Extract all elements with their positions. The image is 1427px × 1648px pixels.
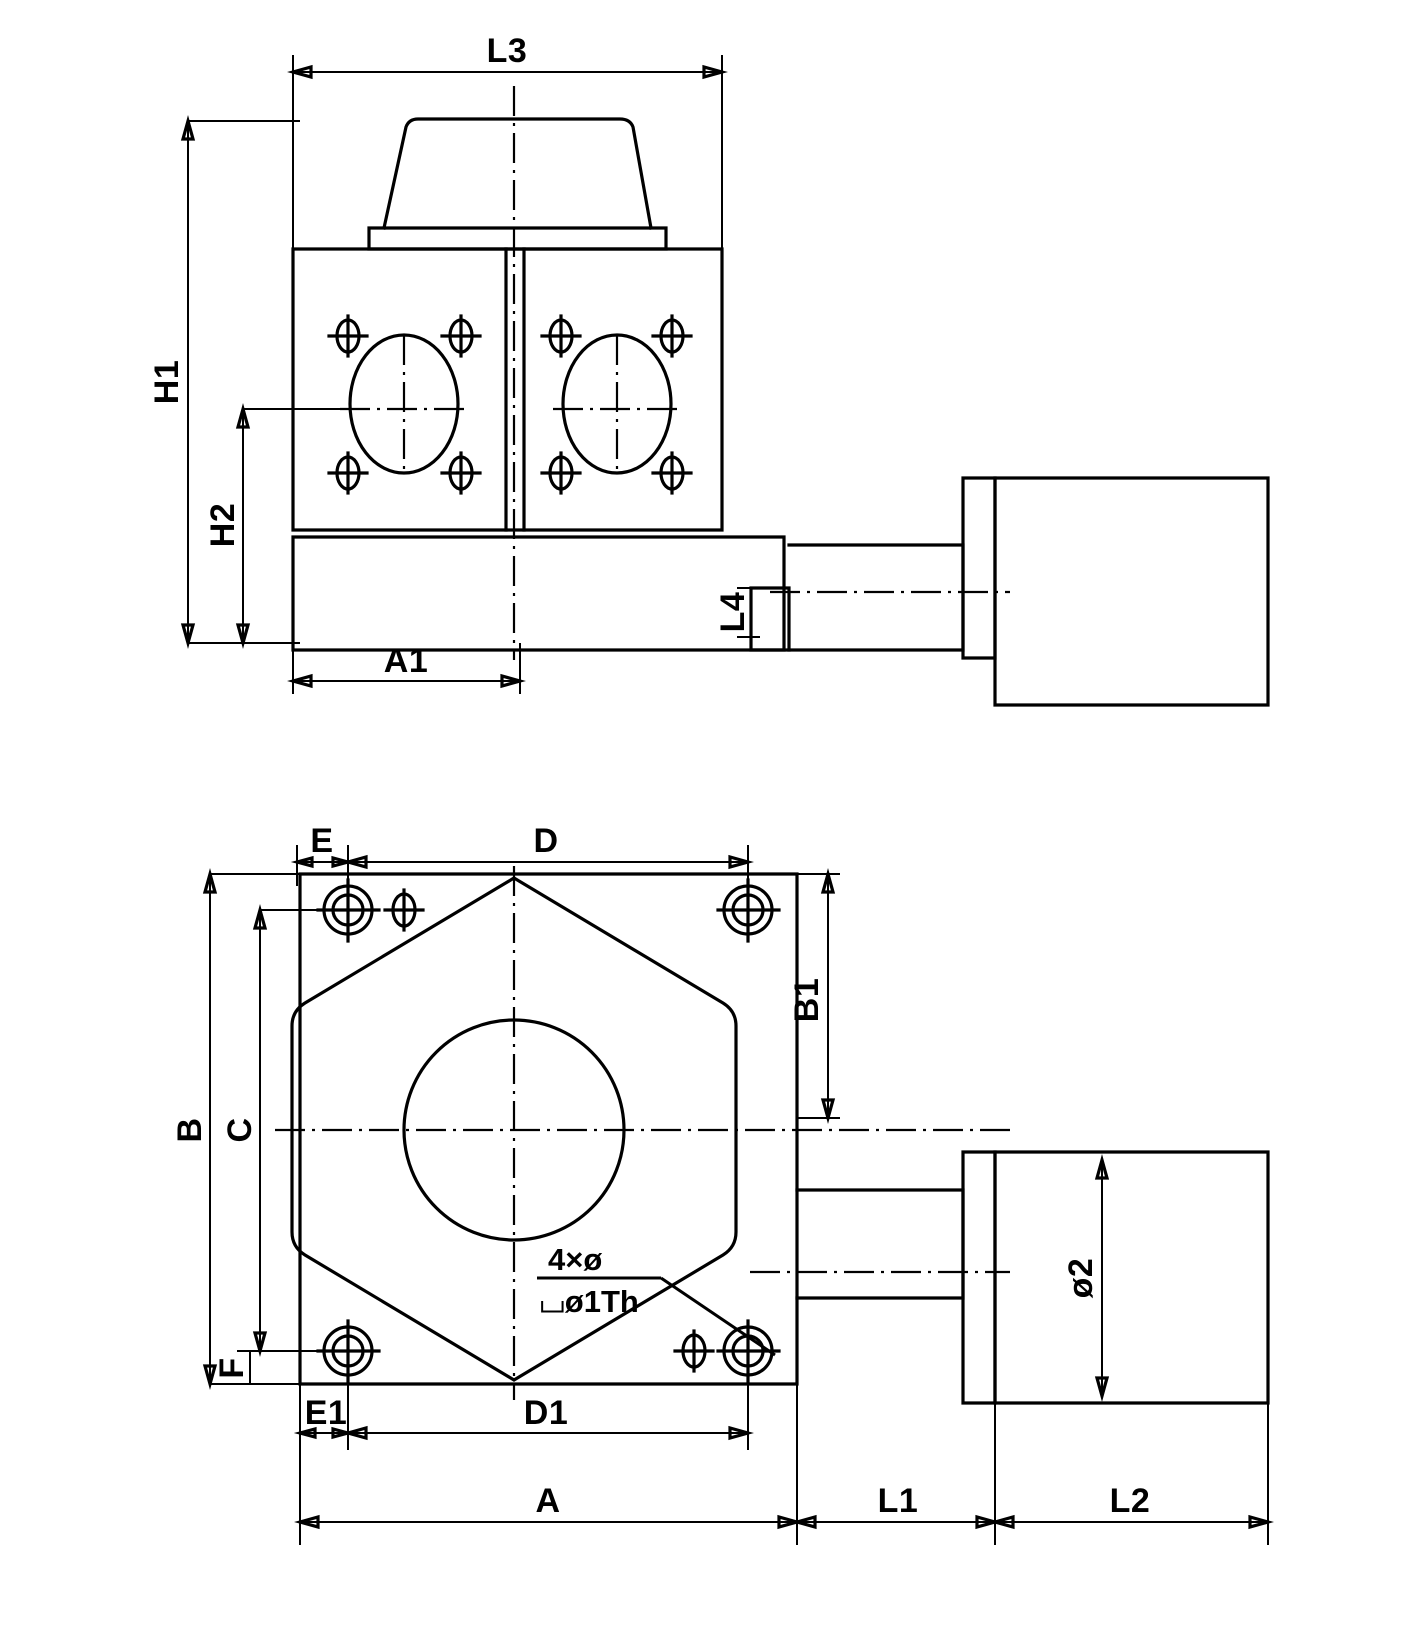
front-elevation-view: L3 H1 H2 <box>148 32 1270 707</box>
dim-L4: L4 <box>714 586 791 652</box>
dim-label-E: E <box>310 822 333 860</box>
dim-D: D <box>342 822 754 900</box>
bolt-hole-symbol <box>440 314 482 358</box>
dim-L2: L2 <box>989 1403 1274 1545</box>
tapped-hole-bottom-right <box>673 1329 715 1373</box>
bolt-hole-symbol <box>651 314 693 358</box>
dim-label-L3: L3 <box>487 32 528 70</box>
callout-label-4xphi: 4×ø <box>548 1242 602 1277</box>
dim-label-F: F <box>213 1357 251 1378</box>
dim-label-D1: D1 <box>524 1394 568 1432</box>
shaft-barrel-elevation <box>787 543 965 652</box>
top-cover-trapezoid <box>382 117 653 230</box>
callout-label-counterbore: ⌴ø1Th <box>540 1284 639 1319</box>
dim-label-B1: B1 <box>788 978 826 1022</box>
dim-D1: D1 <box>342 1384 754 1450</box>
bolt-hole-symbol <box>651 451 693 495</box>
dim-label-H1: H1 <box>148 360 186 404</box>
right-flange-face <box>540 314 693 495</box>
mounting-hole-bottom-left <box>316 1319 381 1384</box>
mounting-hole-top-left <box>316 878 381 943</box>
left-flange-face <box>327 314 482 495</box>
bolt-hole-symbol <box>327 451 369 495</box>
motor-body-plan <box>993 1150 1270 1405</box>
bolt-hole-symbol <box>540 314 582 358</box>
dim-label-B: B <box>171 1117 209 1142</box>
bolt-hole-symbol <box>440 451 482 495</box>
hole-callout-note: 4×ø ⌴ø1Th <box>537 1242 776 1357</box>
dim-phi2: ø2 <box>1062 1154 1110 1402</box>
plan-view: E D B <box>171 822 1274 1545</box>
dim-F: F <box>213 1350 300 1385</box>
dim-label-H2: H2 <box>204 503 242 547</box>
mounting-hole-top-right <box>716 878 781 943</box>
dim-label-A1: A1 <box>384 642 428 680</box>
shaft-barrel-plan <box>795 1188 965 1300</box>
bolt-hole-symbol <box>327 314 369 358</box>
dim-L1: L1 <box>791 1403 1001 1545</box>
dim-label-L1: L1 <box>878 1482 919 1520</box>
motor-adapter-collar-plan <box>961 1150 997 1405</box>
dim-label-C: C <box>221 1117 259 1142</box>
dim-label-L4: L4 <box>714 592 752 633</box>
motor-adapter-collar <box>961 476 997 660</box>
bolt-hole-symbol <box>540 451 582 495</box>
dim-B1: B1 <box>788 868 840 1124</box>
tapped-hole-top-left <box>383 888 425 932</box>
dim-A: A <box>294 1384 803 1545</box>
dim-E1: E1 <box>293 1384 355 1460</box>
hexagon-body-plan <box>290 876 738 1382</box>
base-plate <box>291 535 786 652</box>
cover-flange-plate <box>367 226 668 251</box>
dim-label-D: D <box>533 822 558 860</box>
plan-base-plate-outline <box>298 872 799 1386</box>
motor-body-elevation <box>993 476 1270 707</box>
dim-L3: L3 <box>287 32 728 250</box>
dim-label-E1: E1 <box>305 1394 348 1432</box>
dim-H1: H1 <box>148 115 300 649</box>
dim-label-A: A <box>535 1482 560 1520</box>
dim-H2: H2 <box>204 403 360 649</box>
dim-label-phi2: ø2 <box>1062 1258 1100 1299</box>
dim-B: B <box>171 868 300 1390</box>
dim-label-L2: L2 <box>1110 1482 1151 1520</box>
